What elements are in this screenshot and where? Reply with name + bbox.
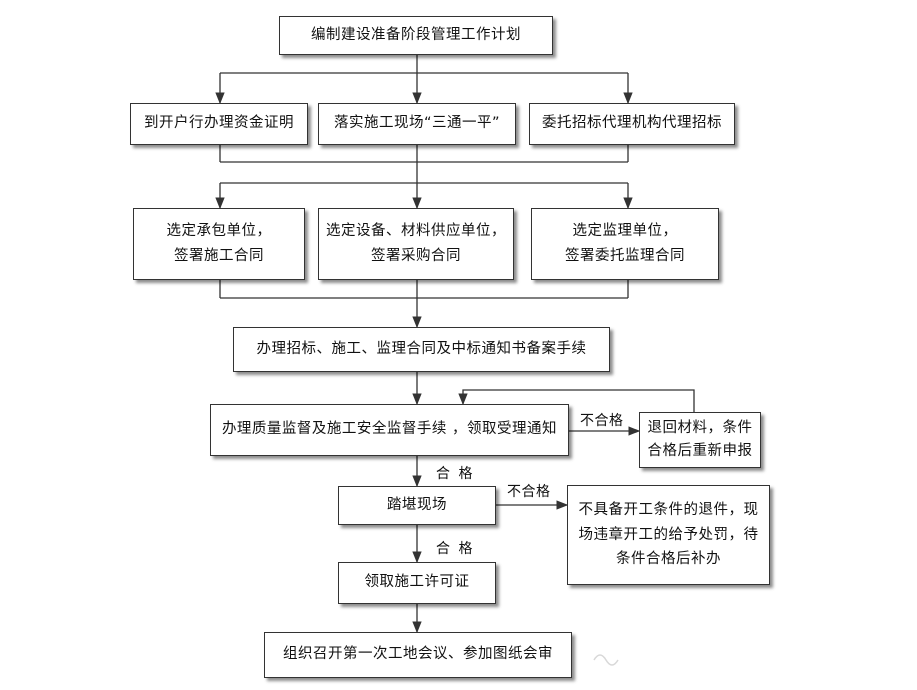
step-quality-safety-supervision-text: 办理质量监督及施工安全监督手续 ，领取受理通知 [221,421,558,438]
step-select-contractor: 选定承包单位， 签署施工合同 [133,208,305,280]
step-tender-agent-text: 委托招标代理机构代理招标 [542,115,722,132]
step-construction-permit-text: 领取施工许可证 [364,574,470,591]
step-first-site-meeting: 组织召开第一次工地会议、参加图纸会审 [264,632,572,678]
step-plan-text: 编制建设准备阶段管理工作计划 [311,26,521,43]
step-fund-certificate-text: 到开户行办理资金证明 [144,115,294,132]
step-select-supplier-line1: 选定设备、材料供应单位， [326,222,506,239]
arrow-return-loop [458,389,695,412]
step-select-supervisor-line2: 签署委托监理合同 [565,248,685,264]
step-site-survey: 踏堪现场 [338,486,496,525]
label-pass-2: 合 格 [436,541,475,557]
step-return-materials-line1: 退回材料，条件 [647,419,753,436]
step-select-supervisor: 选定监理单位， 签署委托监理合同 [531,208,719,280]
step-reject-penalty: 不具备开工条件的退件，现 场违章开工的给予处罚，待 条件合格后补办 [567,485,770,585]
step-select-supplier-line2: 签署采购合同 [371,248,461,264]
label-fail-2: 不合格 [507,484,551,500]
step-return-materials-line2: 合格后重新申报 [647,443,753,459]
watermark-icon [593,654,619,666]
step-select-contractor-line1: 选定承包单位， [166,222,272,239]
step-contract-filing-text: 办理招标、施工、监理合同及中标通知书备案手续 [256,340,587,357]
label-pass-1: 合 格 [436,466,475,482]
step-plan: 编制建设准备阶段管理工作计划 [279,16,553,55]
step-fund-certificate: 到开户行办理资金证明 [130,103,308,145]
step-site-preparation: 落实施工现场“三通一平” [318,103,516,145]
step-select-contractor-line2: 签署施工合同 [174,248,264,264]
step-select-supplier: 选定设备、材料供应单位， 签署采购合同 [318,208,514,280]
step-reject-penalty-line1: 不具备开工条件的退件，现 [578,502,759,519]
step-first-site-meeting-text: 组织召开第一次工地会议、参加图纸会审 [283,646,553,663]
step-reject-penalty-line2: 场违章开工的给予处罚，待 [578,526,759,543]
label-fail-1: 不合格 [580,413,624,429]
step-contract-filing: 办理招标、施工、监理合同及中标通知书备案手续 [233,327,610,372]
step-reject-penalty-line3: 条件合格后补办 [616,551,721,568]
step-quality-safety-supervision: 办理质量监督及施工安全监督手续 ，领取受理通知 [210,404,569,456]
step-site-preparation-text: 落实施工现场“三通一平” [333,115,501,132]
step-construction-permit: 领取施工许可证 [338,562,496,604]
step-tender-agent: 委托招标代理机构代理招标 [529,103,735,145]
step-site-survey-text: 踏堪现场 [387,496,447,513]
step-return-materials: 退回材料，条件 合格后重新申报 [639,412,761,468]
step-select-supervisor-line1: 选定监理单位， [572,222,678,239]
